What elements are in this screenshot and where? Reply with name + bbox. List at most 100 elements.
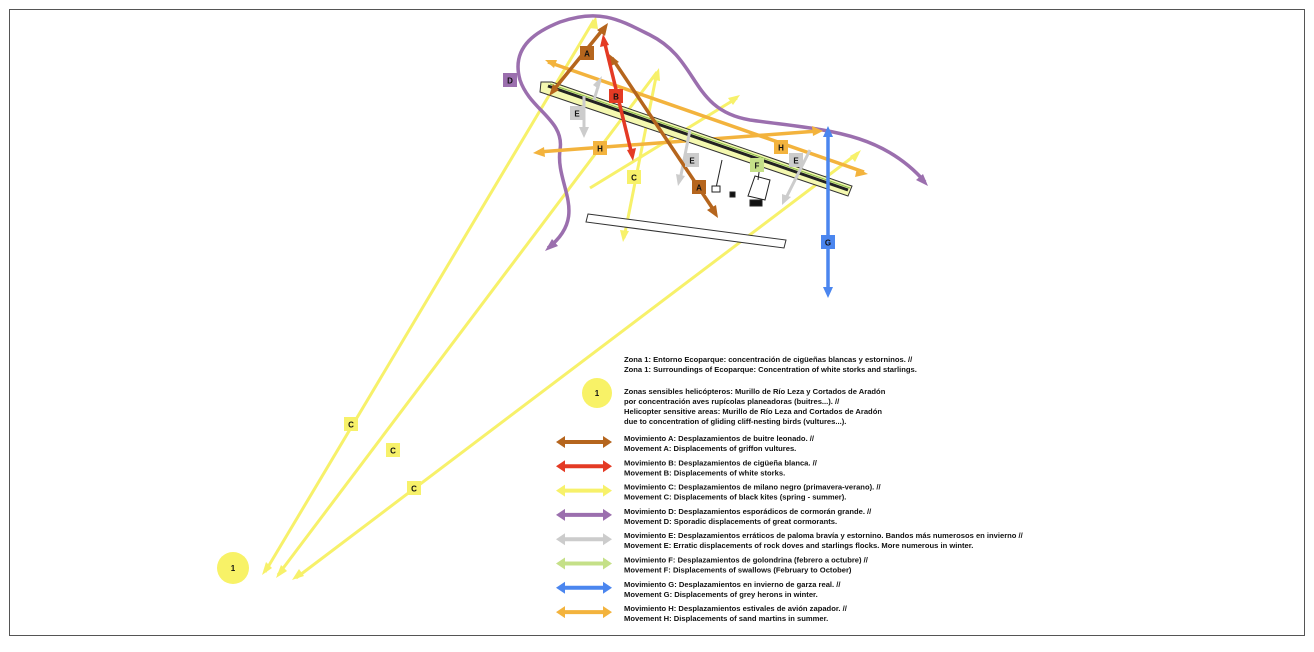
legend-zone-symbol: 1: [582, 378, 612, 408]
legend-zone1-es: Zona 1: Entorno Ecoparque: concentración…: [624, 355, 913, 364]
svg-text:H: H: [778, 144, 784, 153]
legend-item-en: Movement F: Displacements of swallows (F…: [624, 566, 852, 575]
legend-item-en: Movement C: Displacements of black kites…: [624, 493, 846, 502]
legend-double-arrow-e: [556, 533, 612, 546]
svg-text:A: A: [584, 50, 590, 59]
svg-text:C: C: [411, 485, 417, 494]
arrowhead: [593, 76, 602, 89]
arrowhead: [549, 84, 559, 96]
label-b: B: [609, 89, 623, 103]
legend-item-es: Movimiento F: Desplazamientos de golondr…: [624, 556, 869, 565]
arrowhead: [276, 565, 287, 578]
arrowhead: [855, 168, 868, 177]
legend-item-en: Movement E: Erratic displacements of roc…: [624, 541, 973, 550]
legend-heli-4: due to concentration of gliding cliff-ne…: [624, 417, 846, 426]
legend-zone1-en: Zona 1: Surroundings of Ecoparque: Conce…: [624, 365, 917, 374]
label-g: G: [821, 235, 835, 249]
arrowhead: [823, 126, 833, 137]
secondary-strip: [585, 213, 787, 249]
svg-text:E: E: [574, 110, 580, 119]
legend-double-arrow-a: [556, 436, 612, 448]
arrowhead: [850, 150, 861, 162]
arrowhead: [262, 562, 272, 575]
arrowhead: [651, 68, 660, 81]
movement-c-line-2: [276, 71, 659, 576]
legend-item-f: Movimiento F: Desplazamientos de golondr…: [556, 556, 869, 575]
label-e-3: E: [789, 153, 803, 167]
legend-items: Movimiento A: Desplazamientos de buitre …: [556, 434, 1024, 623]
legend-item-a: Movimiento A: Desplazamientos de buitre …: [556, 434, 815, 453]
legend-item-e: Movimiento E: Desplazamientos erráticos …: [556, 531, 1024, 550]
movement-h-line-2: [537, 129, 819, 154]
legend-item-g: Movimiento G: Desplazamientos en inviern…: [556, 580, 841, 599]
legend-item-es: Movimiento B: Desplazamientos de cigüeña…: [624, 458, 818, 467]
legend-item-es: Movimiento H: Desplazamientos estivales …: [624, 604, 848, 613]
svg-text:D: D: [507, 77, 513, 86]
movement-labels: A B D E H C E A F H E G C C C: [344, 46, 835, 495]
arrowhead: [823, 287, 833, 298]
movement-h-heads: [533, 60, 868, 177]
arrowhead: [627, 148, 636, 161]
legend-double-arrow-d: [556, 508, 612, 521]
legend-double-arrow-b: [556, 460, 612, 473]
arrowhead: [545, 239, 558, 251]
legend-item-en: Movement A: Displacements of griffon vul…: [624, 444, 796, 453]
svg-text:F: F: [755, 162, 760, 171]
movement-a-line-1: [550, 26, 606, 94]
legend-double-arrow-g: [556, 581, 612, 594]
legend-item-c: Movimiento C: Desplazamientos de milano …: [556, 483, 881, 502]
svg-text:1: 1: [595, 389, 600, 398]
diagram-frame: [9, 9, 1305, 636]
svg-text:B: B: [613, 93, 619, 102]
arrowhead: [707, 205, 718, 218]
legend-double-arrow-h: [556, 606, 612, 619]
terminal-buildings: [711, 159, 771, 207]
arrowhead: [676, 174, 685, 186]
movement-a-heads: [549, 23, 718, 218]
legend-double-arrow-f: [556, 557, 612, 570]
svg-text:C: C: [631, 174, 637, 183]
movement-c-line-1: [263, 19, 596, 573]
legend-item-es: Movimiento A: Desplazamientos de buitre …: [624, 434, 815, 443]
legend-heli-2: por concentración aves rupícolas planead…: [624, 397, 840, 406]
label-c-1: C: [627, 170, 641, 184]
label-c-2: C: [344, 417, 358, 431]
legend-heli-3: Helicopter sensitive areas: Murillo de R…: [624, 407, 882, 416]
label-f: F: [750, 158, 764, 172]
label-h-1: H: [593, 141, 607, 155]
legend-item-es: Movimiento C: Desplazamientos de milano …: [624, 483, 881, 492]
legend: Zona 1: Entorno Ecoparque: concentración…: [556, 355, 1024, 623]
legend-item-es: Movimiento G: Desplazamientos en inviern…: [624, 580, 841, 589]
movement-e-line-4: [783, 149, 812, 201]
arrowhead: [620, 230, 629, 242]
legend-item-h: Movimiento H: Desplazamientos estivales …: [556, 604, 848, 623]
arrowhead: [812, 126, 823, 136]
svg-text:A: A: [696, 184, 702, 193]
legend-item-d: Movimiento D: Desplazamientos esporádico…: [556, 507, 872, 526]
arrowhead: [597, 23, 608, 36]
legend-item-es: Movimiento D: Desplazamientos esporádico…: [624, 507, 872, 516]
legend-heli-1: Zonas sensibles helicópteros: Murillo de…: [624, 387, 886, 396]
legend-item-en: Movement B: Displacements of white stork…: [624, 468, 785, 477]
arrowhead: [589, 16, 598, 29]
arrowhead: [728, 95, 740, 105]
movement-h-paths: [537, 60, 865, 174]
label-a-1: A: [580, 46, 594, 60]
arrowhead: [579, 127, 589, 138]
runway: [539, 81, 853, 197]
label-d: D: [503, 73, 517, 87]
arrowhead: [609, 54, 619, 66]
svg-text:H: H: [597, 145, 603, 154]
legend-item-es: Movimiento E: Desplazamientos erráticos …: [624, 531, 1024, 540]
movement-e-heads: [579, 76, 791, 205]
legend-item-b: Movimiento B: Desplazamientos de cigüeña…: [556, 458, 818, 477]
svg-text:E: E: [793, 157, 799, 166]
legend-item-en: Movement D: Sporadic displacements of gr…: [624, 517, 837, 526]
arrowhead: [782, 194, 791, 205]
arrowhead: [533, 147, 545, 157]
movement-c-line-3: [295, 151, 859, 580]
svg-text:C: C: [348, 421, 354, 430]
movement-d-path: [516, 14, 927, 250]
legend-double-arrow-c: [556, 484, 612, 497]
